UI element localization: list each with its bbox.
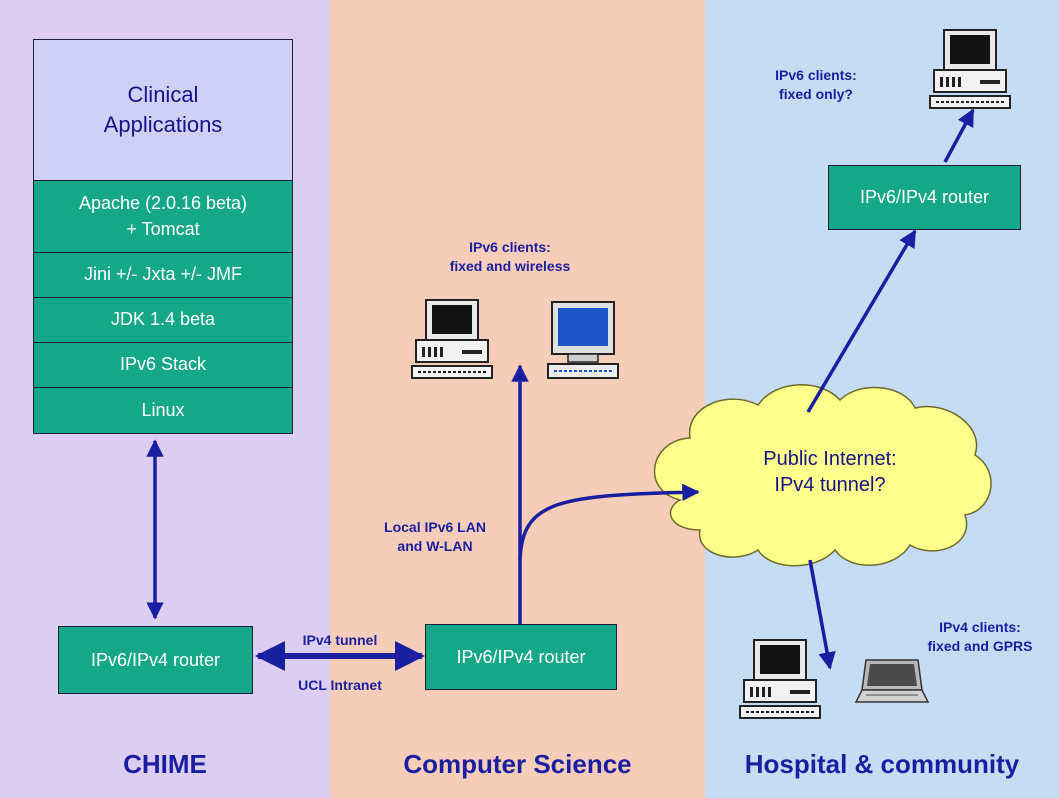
stack-layer-jini: Jini +/- Jxta +/- JMF: [33, 253, 293, 298]
hospital-ipv4-clients-note: IPv4 clients: fixed and GPRS: [910, 618, 1050, 656]
hosp-v4-line1: IPv4 clients:: [939, 619, 1021, 635]
cloud-ipv4-clients-arrow: [808, 559, 836, 670]
router-chime: IPv6/IPv4 router: [58, 626, 253, 694]
desktop-computer-icon: [929, 29, 1011, 109]
intranet-label: UCL Intranet: [298, 677, 382, 693]
stack-layer-apache: Apache (2.0.16 beta) + Tomcat: [33, 181, 293, 253]
tunnel-label: IPv4 tunnel: [302, 632, 378, 648]
internet-link-arrow: [518, 483, 700, 561]
desktop-computer-icon: [739, 639, 821, 719]
hosp-v4-line2: fixed and GPRS: [927, 637, 1033, 654]
zone-title-computer-science: Computer Science: [403, 749, 632, 779]
zone-title-hospital: Hospital & community: [744, 749, 1020, 779]
stack-top-line1: Clinical: [127, 82, 199, 108]
cloud-line1: Public Internet:: [763, 448, 897, 470]
zone-title-chime: CHIME: [123, 749, 207, 779]
local-lan-line1: Local IPv6 LAN: [384, 519, 486, 535]
stack-layer-jdk: JDK 1.4 beta: [33, 298, 293, 343]
stack-apache-line1: Apache (2.0.16 beta): [78, 193, 248, 214]
cs-clients-line2: fixed and wireless: [449, 257, 571, 274]
cs-clients-note: IPv6 clients: fixed and wireless: [420, 238, 600, 276]
software-stack: Clinical Applications Apache (2.0.16 bet…: [33, 39, 293, 434]
desktop-computer-icon: [411, 299, 493, 379]
local-lan-line2: and W-LAN: [397, 537, 473, 554]
stack-layer-ipv6: IPv6 Stack: [33, 343, 293, 388]
router-hospital: IPv6/IPv4 router: [828, 165, 1021, 230]
hosp-fixed-line2: fixed only?: [779, 85, 853, 102]
cloud-label: Public Internet: IPv4 tunnel?: [720, 446, 940, 498]
hosp-fixed-line1: IPv6 clients:: [775, 67, 857, 83]
cloud-line2: IPv4 tunnel?: [774, 474, 886, 496]
cloud-router-arrow: [806, 229, 917, 413]
stack-layer-linux: Linux: [33, 388, 293, 434]
laptop-icon: [854, 659, 930, 703]
hospital-fixed-clients-note: IPv6 clients: fixed only?: [756, 66, 876, 104]
router-client-arrow: [943, 108, 975, 163]
stack-top-line2: Applications: [103, 112, 223, 137]
wireless-terminal-icon: [547, 301, 619, 379]
local-lan-label: Local IPv6 LAN and W-LAN: [360, 518, 510, 556]
stack-apache-line2: + Tomcat: [126, 218, 200, 239]
cs-clients-line1: IPv6 clients:: [469, 239, 551, 255]
router-computer-science: IPv6/IPv4 router: [425, 624, 617, 690]
internet-cloud: [653, 384, 992, 567]
stack-clinical-applications: Clinical Applications: [33, 39, 293, 181]
